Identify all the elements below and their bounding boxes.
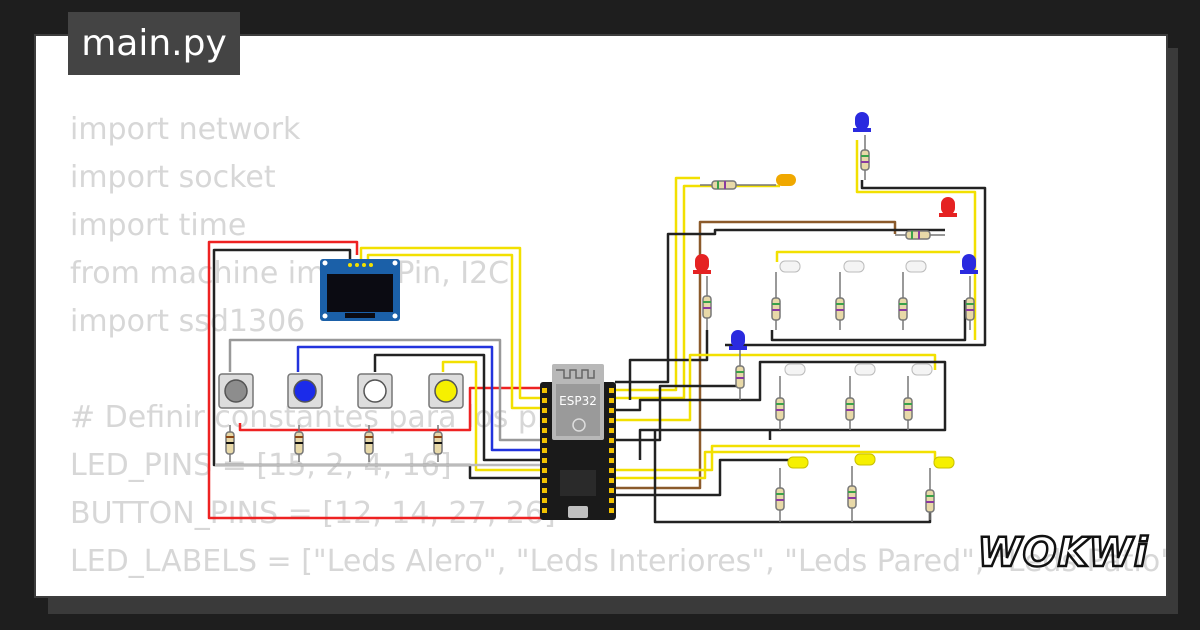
wire-yellow — [615, 353, 937, 422]
wire-black — [653, 430, 932, 524]
wire-red — [238, 386, 545, 432]
led-icon — [905, 260, 927, 273]
resistor-icon — [225, 425, 235, 462]
code-line: LED_LABELS = ["Leds Alero", "Leds Interi… — [70, 544, 1168, 579]
resistor-icon — [860, 135, 870, 180]
wire-yellow — [615, 176, 700, 392]
led-icon — [779, 260, 801, 273]
oled-display-icon — [320, 259, 400, 321]
resistor-icon — [903, 376, 913, 430]
resistor-icon — [835, 272, 845, 330]
wire-yellow — [855, 140, 977, 340]
code-line: import network — [70, 112, 301, 147]
wire-yellow — [366, 253, 545, 410]
wire-black — [615, 228, 945, 384]
resistor-icon — [925, 468, 935, 520]
wire-yellow — [775, 250, 960, 262]
led-icon — [843, 260, 865, 273]
code-line: BUTTON_PINS = [12, 14, 27, 26] — [70, 496, 556, 531]
led-icon — [854, 453, 876, 466]
led-icon — [729, 330, 747, 350]
wire-yellow — [615, 444, 860, 472]
wire-yellow — [359, 246, 545, 400]
led-icon — [784, 363, 806, 376]
led-icon — [933, 456, 955, 469]
wire-black — [615, 384, 740, 442]
led-icon — [939, 197, 957, 217]
wire-gray — [228, 338, 545, 442]
resistor-icon — [845, 376, 855, 430]
led-icon — [787, 456, 809, 469]
resistor-icon — [771, 272, 781, 330]
wire-black — [770, 300, 967, 342]
resistor-icon — [965, 276, 975, 330]
resistor-icon — [775, 468, 785, 522]
resistor-icon — [364, 425, 374, 462]
file-tab[interactable]: main.py — [68, 12, 240, 75]
wire-black — [212, 248, 545, 480]
wire-black — [628, 330, 709, 400]
wokwi-logo-text: WOKWi — [978, 530, 1149, 576]
resistor-icon — [847, 466, 857, 522]
wire-black — [725, 180, 987, 347]
wire-yellow — [615, 184, 780, 400]
wire-red — [207, 240, 545, 520]
pushbutton-icon — [287, 373, 323, 409]
wire-black — [615, 360, 947, 460]
resistor-icon — [433, 425, 443, 462]
resistor-icon — [735, 350, 745, 400]
esp32-board-icon: ESP32 — [540, 364, 616, 520]
pushbutton-icon — [218, 373, 254, 409]
led-icon — [854, 363, 876, 376]
wire-black — [373, 353, 545, 462]
wire-blue — [296, 345, 545, 452]
resistor-icon — [700, 180, 776, 190]
led-icon — [911, 363, 933, 376]
resistor-icon — [702, 276, 712, 330]
led-icon — [853, 112, 871, 132]
code-line: import ssd1306 — [70, 304, 306, 339]
wire-yellow — [615, 450, 937, 480]
wokwi-logo: WOKWi — [976, 529, 1149, 578]
board-label: ESP32 — [559, 394, 597, 408]
led-icon — [776, 174, 796, 186]
resistor-icon — [294, 425, 304, 462]
code-line: import socket — [70, 160, 276, 195]
resistor-icon — [898, 272, 908, 330]
wire-brown — [615, 220, 897, 490]
wire-black — [615, 458, 790, 497]
pushbutton-icon — [357, 373, 393, 409]
resistor-icon — [775, 376, 785, 430]
pushbutton-icon — [428, 373, 464, 409]
code-line: import time — [70, 208, 247, 243]
wire-yellow — [441, 360, 545, 472]
led-icon — [960, 254, 978, 274]
led-icon — [693, 254, 711, 274]
resistor-icon — [895, 230, 945, 240]
